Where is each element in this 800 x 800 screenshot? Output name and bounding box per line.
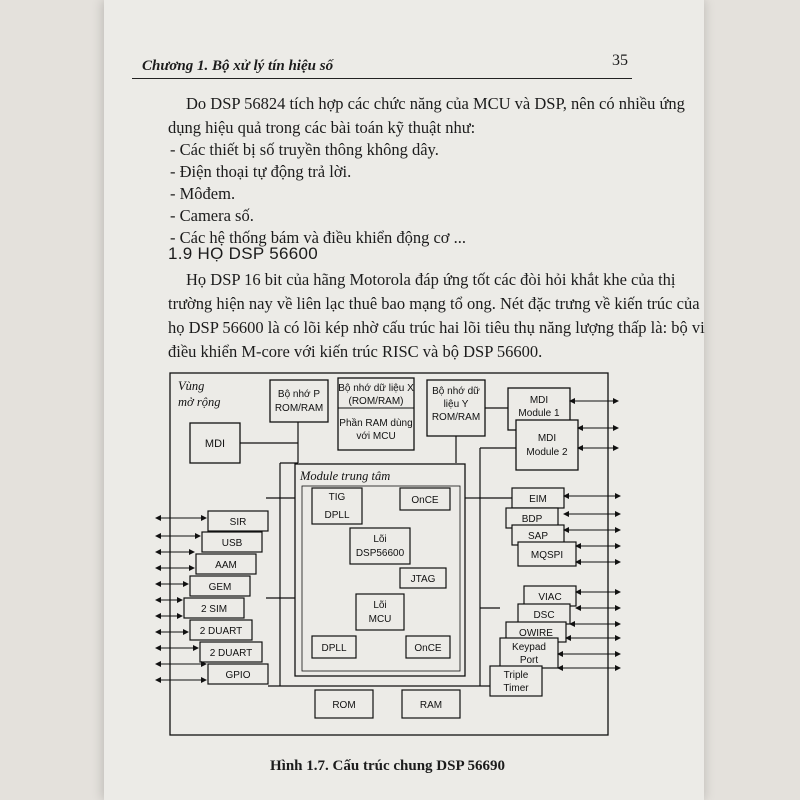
once-label: OnCE bbox=[411, 495, 439, 506]
aam-label: AAM bbox=[215, 560, 237, 571]
once-bottom-box bbox=[405, 635, 451, 659]
timer-label: Timer bbox=[503, 683, 529, 694]
sir-box bbox=[207, 510, 269, 532]
mqspi-label: MQSPI bbox=[531, 550, 563, 561]
gpio-box bbox=[207, 663, 269, 685]
mcu-core-box bbox=[355, 593, 405, 631]
architecture-diagram: Vùng mở rộng MDI Bộ nhớ P ROM/RAM Bộ nhớ… bbox=[150, 368, 640, 748]
tig-dpll-box bbox=[311, 487, 363, 525]
memory-y-label: ROM/RAM bbox=[432, 412, 480, 423]
mdi-module-1-label: MDI bbox=[530, 395, 548, 406]
triple-label: Triple bbox=[504, 670, 529, 681]
central-module bbox=[294, 463, 466, 677]
sap-label: SAP bbox=[528, 531, 548, 542]
dpll-label: DPLL bbox=[324, 510, 349, 521]
memory-p-label: Bộ nhớ P bbox=[278, 389, 320, 400]
chapter-title: Chương 1. Bộ xử lý tín hiệu số bbox=[142, 58, 334, 74]
usb-box bbox=[201, 531, 263, 553]
owire-label: OWIRE bbox=[519, 628, 553, 639]
rom-label: ROM bbox=[332, 700, 355, 711]
memory-y-label: Bộ nhớ dữ bbox=[432, 386, 480, 397]
dpll-bottom-label: DPLL bbox=[321, 643, 346, 654]
mcu-core-label: MCU bbox=[369, 614, 392, 625]
tig-label: TIG bbox=[329, 492, 346, 503]
mdi-module-1-label: Module 1 bbox=[518, 408, 560, 419]
bullet-item: - Môđem. bbox=[170, 184, 236, 203]
memory-x-box bbox=[337, 377, 415, 451]
left-arrows bbox=[155, 515, 207, 683]
ram-box bbox=[401, 689, 461, 719]
dsc-label: DSC bbox=[533, 610, 554, 621]
mdi-module-2-box bbox=[515, 419, 579, 471]
mcu-core-label: Lõi bbox=[373, 600, 386, 611]
mdi-module-2-label: MDI bbox=[538, 433, 556, 444]
section-heading: 1.9 HỌ DSP 56600 bbox=[168, 244, 319, 263]
section-line-4: điều khiển M-core với kiến trúc RISC và … bbox=[168, 342, 543, 361]
central-module-label: Module trung tâm bbox=[299, 469, 390, 483]
memory-y-label: liệu Y bbox=[444, 399, 469, 410]
bullet-item: - Điện thoại tự động trả lời. bbox=[170, 162, 352, 181]
duart-2-label: 2 DUART bbox=[210, 648, 253, 659]
viac-label: VIAC bbox=[538, 592, 561, 603]
gpio-label: GPIO bbox=[225, 670, 250, 681]
diagram-svg: Vùng mở rộng MDI Bộ nhớ P ROM/RAM Bộ nhớ… bbox=[155, 372, 621, 736]
bullet-item: - Các hệ thống bám và điều khiển động cơ… bbox=[170, 228, 467, 247]
duart-2-box bbox=[199, 641, 263, 663]
port-label: Port bbox=[520, 655, 539, 666]
once-box bbox=[399, 487, 451, 511]
section-line-1: Họ DSP 16 bit của hãng Motorola đáp ứng … bbox=[186, 270, 676, 289]
gem-box bbox=[189, 575, 251, 597]
keypad-box bbox=[499, 637, 559, 669]
section-line-2: trường hiện nay về liên lạc thuê bao mạn… bbox=[168, 294, 700, 313]
mqspi-box bbox=[517, 541, 577, 567]
eim-label: EIM bbox=[529, 494, 547, 505]
ram-label: RAM bbox=[420, 700, 442, 711]
figure-caption: Hình 1.7. Cấu trúc chung DSP 56690 bbox=[270, 758, 506, 774]
jtag-label: JTAG bbox=[411, 574, 436, 585]
timer-box bbox=[489, 665, 543, 697]
bdp-label: BDP bbox=[522, 514, 543, 525]
duart-box bbox=[189, 619, 253, 641]
memory-x-label: Phần RAM dùng bbox=[339, 417, 412, 429]
expansion-label: mở rộng bbox=[178, 395, 220, 409]
intro-line-2: dụng hiệu quả trong các bài toán kỹ thuậ… bbox=[168, 118, 476, 137]
bullet-item: - Các thiết bị số truyền thông không dây… bbox=[170, 140, 439, 159]
aam-box bbox=[195, 553, 257, 575]
keypad-label: Keypad bbox=[512, 642, 546, 653]
rom-box bbox=[314, 689, 374, 719]
dsp-core-label: Lõi bbox=[373, 534, 386, 545]
dpll-bottom-box bbox=[311, 635, 357, 659]
gem-label: GEM bbox=[209, 582, 232, 593]
memory-x-label: với MCU bbox=[356, 431, 395, 442]
dsp-core-box bbox=[349, 527, 411, 565]
mdi-label: MDI bbox=[205, 438, 225, 450]
memory-p-box bbox=[269, 379, 329, 423]
memory-x-label: (ROM/RAM) bbox=[349, 396, 404, 407]
bullet-item: - Camera số. bbox=[170, 206, 254, 225]
running-header: Chương 1. Bộ xử lý tín hiệu số 35 bbox=[132, 52, 632, 79]
duart-label: 2 DUART bbox=[200, 626, 243, 637]
right-arrows bbox=[557, 493, 621, 671]
central-inner bbox=[301, 485, 461, 672]
memory-p-label: ROM/RAM bbox=[275, 403, 323, 414]
sir-label: SIR bbox=[230, 517, 247, 528]
dsp-core-label: DSP56600 bbox=[356, 548, 405, 559]
section-line-3: họ DSP 56600 là có lõi kép nhờ cấu trúc … bbox=[168, 318, 705, 337]
expansion-label: Vùng bbox=[178, 379, 204, 393]
page-number: 35 bbox=[612, 52, 628, 69]
memory-x-label: Bộ nhớ dữ liệu X bbox=[338, 383, 414, 394]
sim-label: 2 SIM bbox=[201, 604, 227, 615]
once-bottom-label: OnCE bbox=[414, 643, 442, 654]
sim-box bbox=[183, 597, 245, 619]
usb-label: USB bbox=[222, 538, 243, 549]
jtag-box bbox=[399, 567, 447, 589]
intro-line-1: Do DSP 56824 tích hợp các chức năng của … bbox=[186, 94, 685, 113]
mdi-module-2-label: Module 2 bbox=[526, 447, 568, 458]
